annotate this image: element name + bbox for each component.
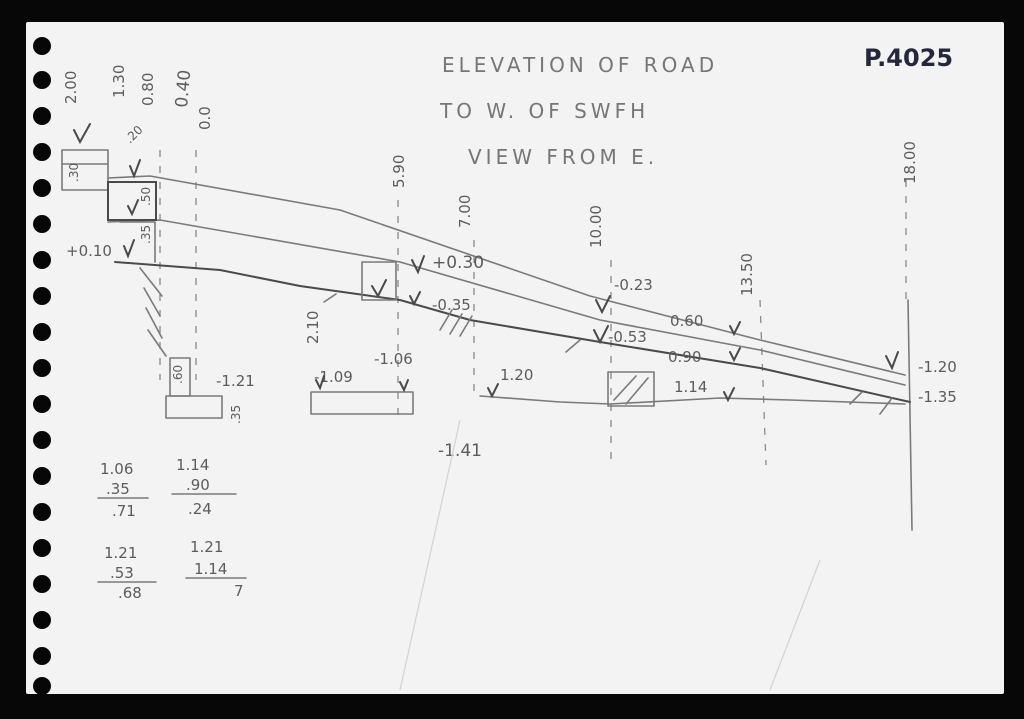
- calc-b: .53: [110, 564, 134, 582]
- level-marks: [73, 123, 899, 403]
- binding-hole: [33, 575, 51, 593]
- station-label: 18.00: [901, 141, 919, 184]
- station-label: 1.30: [110, 65, 128, 98]
- footing-right: [607, 371, 655, 407]
- elevation-label: +0.10: [66, 242, 112, 260]
- road-top-line: [107, 175, 906, 376]
- calc-result: .24: [188, 500, 212, 518]
- binding-hole: [33, 539, 51, 557]
- footing-left: [165, 395, 223, 419]
- station-label: 5.90: [390, 155, 408, 188]
- calc-a: 1.14: [176, 456, 209, 474]
- binding-hole: [33, 71, 51, 89]
- elevation-label: 0.60: [670, 312, 703, 330]
- kerb-block: [361, 261, 397, 301]
- elevation-label: 0.90: [668, 348, 701, 366]
- elevation-label: .20: [122, 123, 145, 146]
- calc-b: 1.14: [194, 560, 227, 578]
- binding-hole: [33, 107, 51, 125]
- calc-a: 1.21: [190, 538, 223, 556]
- elevation-label: -1.09: [314, 368, 353, 386]
- elevation-label: .60: [171, 365, 185, 384]
- road-middle-line: [107, 219, 906, 386]
- ground-line: [114, 261, 911, 403]
- binding-hole: [33, 323, 51, 341]
- calc-b: .35: [106, 480, 130, 498]
- station-label: 10.00: [587, 205, 605, 248]
- binding-hole: [33, 37, 51, 55]
- elevation-label: .35: [139, 225, 153, 244]
- elevation-label: -0.23: [614, 276, 653, 294]
- binding-hole: [33, 287, 51, 305]
- elevation-label: -1.20: [918, 358, 957, 376]
- binding-hole: [33, 359, 51, 377]
- elevation-label: -0.35: [432, 296, 471, 314]
- faint-stroke: [399, 419, 461, 691]
- page-reference: P.4025: [864, 44, 953, 72]
- binding-hole: [33, 143, 51, 161]
- calc-a: 1.21: [104, 544, 137, 562]
- station-label: 0.40: [172, 69, 195, 108]
- station-label: 13.50: [738, 253, 756, 296]
- lower-profile-line: [479, 395, 906, 405]
- elevation-label: .50: [139, 187, 153, 206]
- station-label: 2.10: [304, 311, 322, 344]
- elevation-label: -1.41: [438, 441, 482, 461]
- calc-a: 1.06: [100, 460, 133, 478]
- hatching: [139, 267, 893, 415]
- footing-post: [169, 357, 191, 397]
- station-label: 2.00: [62, 71, 80, 104]
- calculations: 1.06 .35 .71 1.14 .90 .24 1.21 .53 .68 1…: [97, 456, 247, 602]
- station-line-end: [907, 299, 913, 531]
- faint-stroke: [769, 559, 821, 691]
- station-label: 0.0: [196, 106, 214, 130]
- elevation-label: -1.06: [374, 350, 413, 368]
- binding-hole: [33, 647, 51, 665]
- binding-holes: [33, 37, 51, 695]
- elevation-label: .30: [67, 163, 81, 182]
- footing-middle: [310, 391, 414, 415]
- elevation-label: -1.21: [216, 372, 255, 390]
- calc-result: .71: [112, 502, 136, 520]
- wall-section: [119, 221, 156, 263]
- title-line-3: VIEW FROM E.: [468, 145, 658, 169]
- station-line: [759, 299, 767, 466]
- elevation-label: -0.53: [608, 328, 647, 346]
- station-label: 7.00: [456, 195, 474, 228]
- title-line-2: TO W. OF SWFH: [439, 99, 649, 123]
- binding-hole: [33, 677, 51, 695]
- step-block-upper: [61, 149, 109, 191]
- binding-hole: [33, 395, 51, 413]
- elevation-label: +0.30: [432, 253, 484, 273]
- binding-hole: [33, 431, 51, 449]
- binding-hole: [33, 251, 51, 269]
- calc-result: .68: [118, 584, 142, 602]
- elevation-label: .35: [229, 405, 243, 424]
- elevation-label: 1.20: [500, 366, 533, 384]
- step-block-middle: [107, 181, 157, 221]
- binding-hole: [33, 179, 51, 197]
- title-line-1: ELEVATION OF ROAD: [442, 53, 718, 77]
- binding-hole: [33, 503, 51, 521]
- binding-hole: [33, 611, 51, 629]
- station-label: 0.80: [139, 73, 157, 106]
- elevation-label: -1.35: [918, 388, 957, 406]
- calc-b: .90: [186, 476, 210, 494]
- binding-hole: [33, 215, 51, 233]
- calc-result: 7: [234, 582, 244, 600]
- elevation-label: 1.14: [674, 378, 707, 396]
- binding-hole: [33, 467, 51, 485]
